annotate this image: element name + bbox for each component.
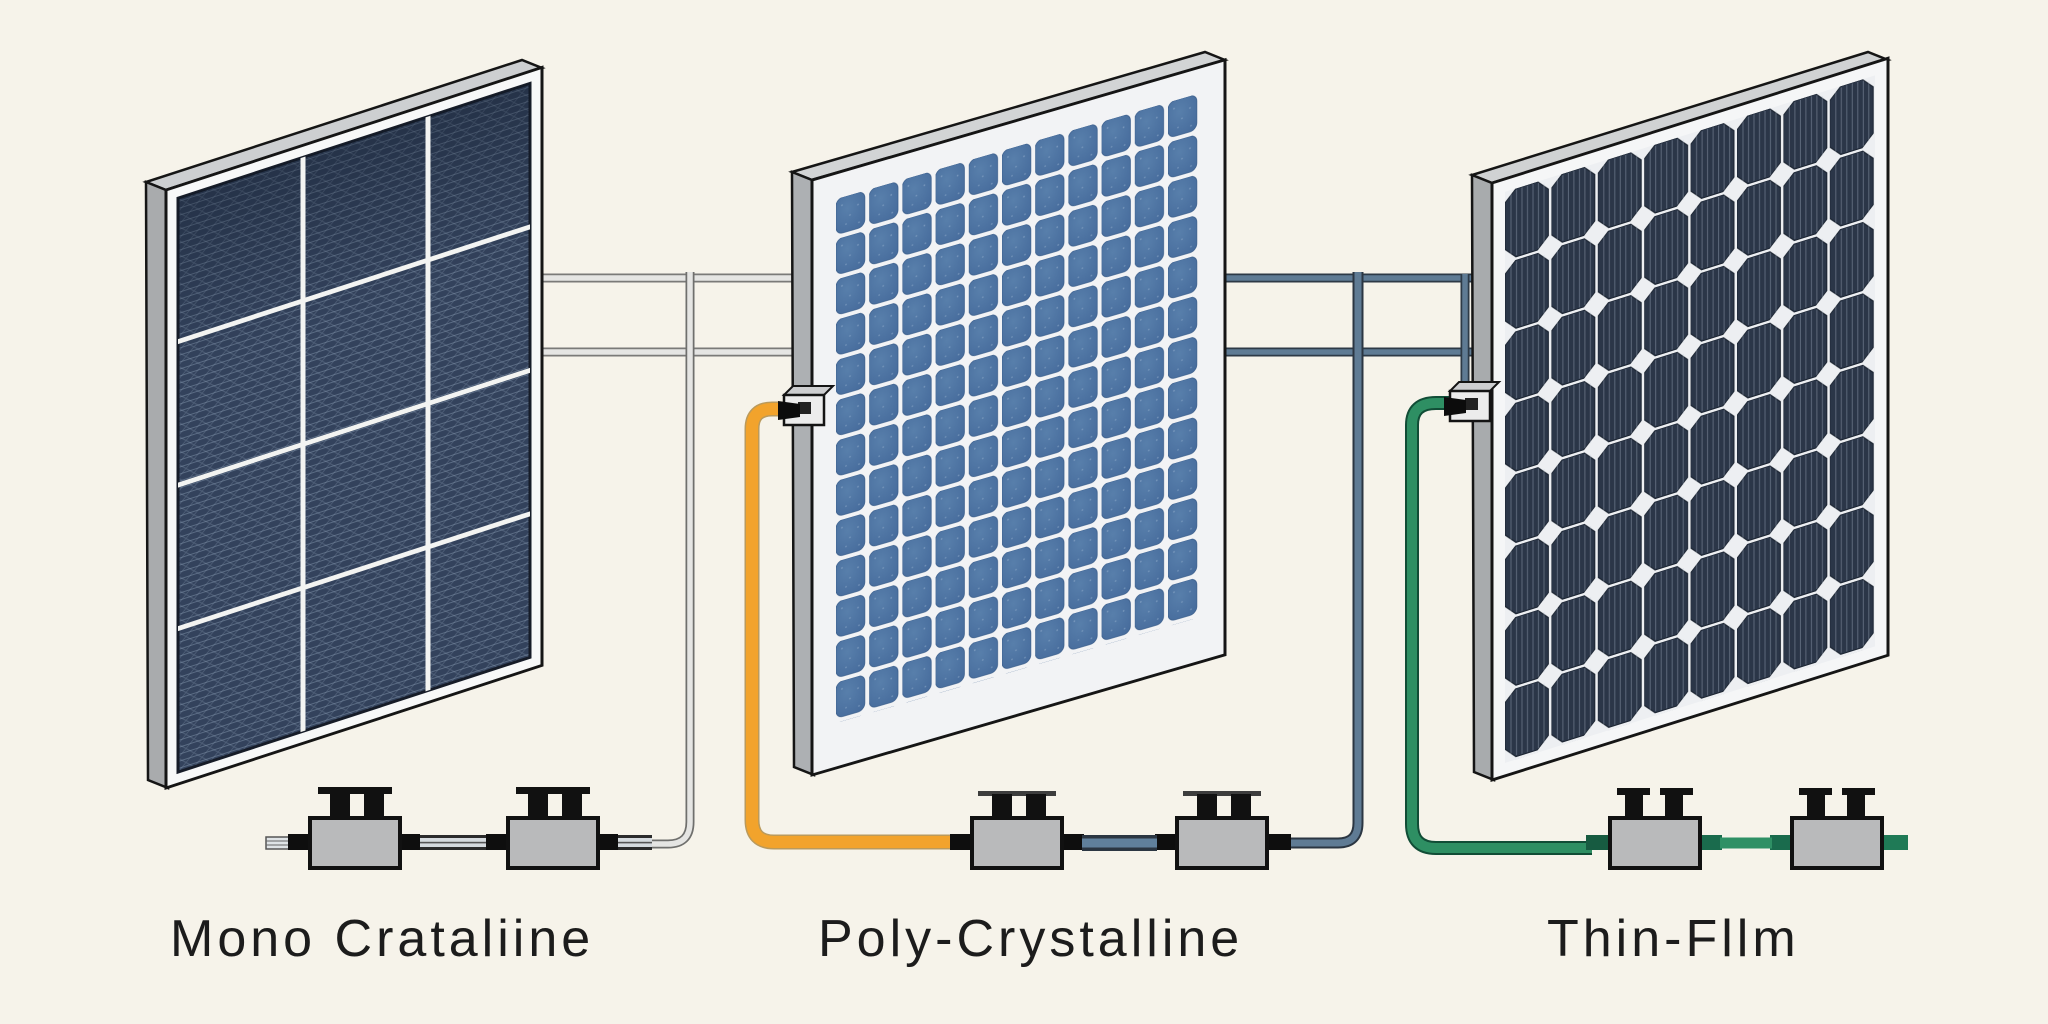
green-cable	[1405, 396, 1592, 855]
cable-tail	[265, 836, 291, 850]
panel-cell-area	[1505, 75, 1875, 763]
label-poly-crystalline: Poly-Crystalline	[818, 910, 1243, 968]
microinverter-group-thin-film	[1586, 786, 1908, 870]
cable-plug-tip	[1444, 397, 1466, 416]
label-thin-film: Thin-Fllm	[1547, 910, 1800, 968]
bus-wires-gap2	[1206, 272, 1496, 849]
solar-panel-poly	[788, 50, 1229, 777]
green-edge-connector	[1444, 381, 1502, 423]
microinverter-group-poly	[950, 789, 1291, 870]
microinverter-group-mono	[265, 785, 652, 870]
panel-cell-area	[836, 92, 1201, 724]
solar-panel-thin-film	[1468, 50, 1892, 782]
orange-cable	[744, 401, 956, 850]
orange-edge-connector	[778, 385, 836, 427]
inter-box-wire	[1720, 837, 1772, 849]
solar-panel-mono	[142, 58, 546, 790]
label-mono-crystalline: Mono Crataliine	[170, 910, 594, 968]
cable-plug-tip	[778, 401, 800, 420]
cell-grid-lines	[178, 115, 530, 733]
